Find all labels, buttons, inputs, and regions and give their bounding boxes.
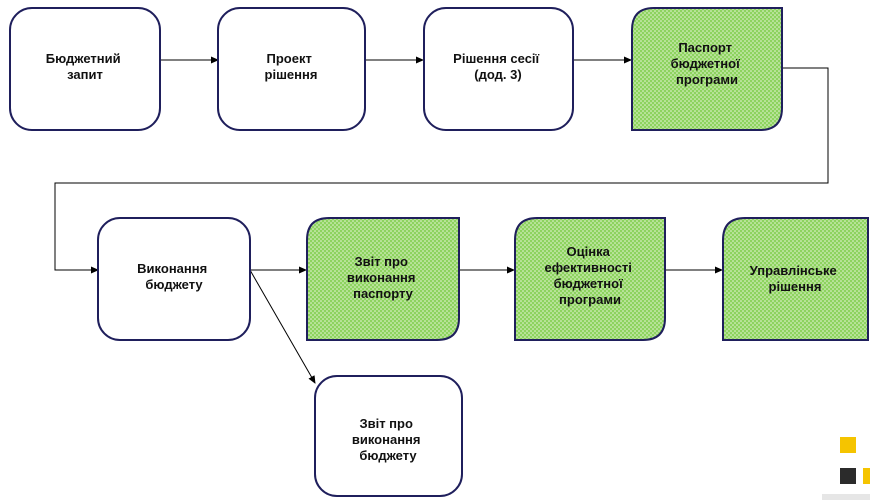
logo-square-light — [822, 494, 870, 500]
node-draft-decision: Проект рішення — [217, 7, 366, 131]
node-label: Звіт про виконання паспорту — [347, 254, 419, 301]
node-label: Рішення сесії (дод. 3) — [453, 51, 543, 82]
node-program-passport: Паспорт бюджетної програми — [631, 7, 783, 131]
logo-square-dark — [840, 468, 856, 484]
corner-logo — [822, 437, 870, 500]
connectors — [54, 56, 829, 384]
node-efficiency-evaluation: Оцінка ефективності бюджетної програми — [514, 217, 666, 341]
node-label: Бюджетний запит — [46, 51, 124, 82]
node-budget-execution: Виконання бюджету — [97, 217, 251, 341]
node-label: Оцінка ефективності бюджетної програми — [545, 244, 636, 307]
node-session-decision: Рішення сесії (дод. 3) — [423, 7, 574, 131]
node-label: Проект рішення — [265, 51, 318, 82]
node-budget-request: Бюджетний запит — [9, 7, 161, 131]
node-label: Паспорт бюджетної програми — [671, 40, 744, 87]
node-management-decision: Управлінське рішення — [722, 217, 869, 341]
arrow-execution-to-budget-report — [249, 269, 316, 384]
arrow-passport-to-execution — [54, 67, 829, 274]
node-label: Управлінське рішення — [750, 263, 841, 294]
node-passport-report: Звіт про виконання паспорту — [306, 217, 460, 341]
node-label: Виконання бюджету — [137, 261, 211, 292]
logo-square-yellow-right — [863, 468, 870, 484]
logo-square-yellow-top — [840, 437, 856, 453]
node-label: Звіт про виконання бюджету — [352, 416, 424, 463]
node-budget-report: Звіт про виконання бюджету — [314, 375, 463, 497]
